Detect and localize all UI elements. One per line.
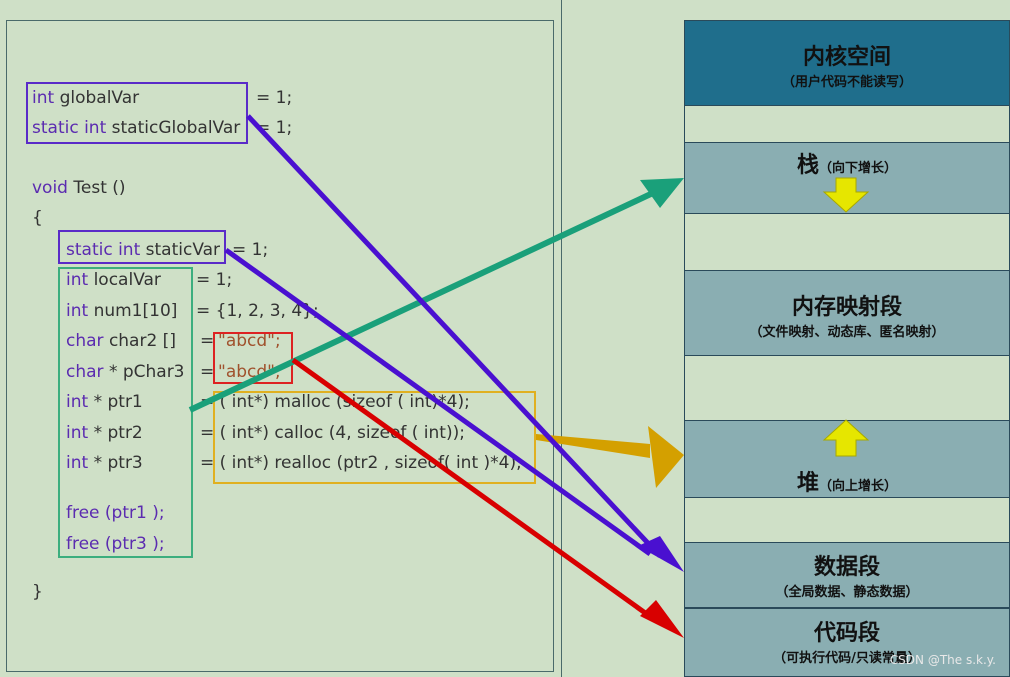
char2-name: char2 [] xyxy=(108,331,176,351)
char2-eq: = xyxy=(200,331,215,351)
code-line-ptr3: int * ptr3 xyxy=(66,453,143,473)
code-line-char2: char char2 [] xyxy=(66,331,176,351)
code-panel xyxy=(6,20,554,672)
red-arrow-head xyxy=(640,600,684,638)
ptr2-name: * ptr2 xyxy=(93,423,143,443)
ptr3-init: = ( int*) realloc (ptr2 , sizeof( int )*… xyxy=(200,453,522,473)
heap-up-arrow xyxy=(822,419,870,457)
kernel-subtitle: （用户代码不能读写） xyxy=(781,75,912,90)
num1-init: = {1, 2, 3, 4}; xyxy=(196,301,319,321)
num1-name: num1[10] xyxy=(93,301,178,321)
free-ptr3: free (ptr3 ); xyxy=(66,534,165,554)
gap-3 xyxy=(684,356,1010,420)
code-panel-outer xyxy=(561,0,562,677)
local-var-init: = 1; xyxy=(196,270,233,290)
watermark: CSDN @The s.k.y. xyxy=(889,653,996,667)
code-subtitle: （可执行代码/只读常量） xyxy=(773,651,921,666)
mmap-segment: 内存映射段 （文件映射、动态库、匿名映射） xyxy=(684,270,1010,356)
code-line-ptr1: int * ptr1 xyxy=(66,392,143,412)
keyword-static-int: static int xyxy=(32,118,107,138)
red-arrow-shaft xyxy=(291,357,657,623)
stack-title: 栈 xyxy=(796,152,819,178)
char2-string: "abcd"; xyxy=(218,331,281,351)
purple-arrow-1-shaft xyxy=(246,114,662,558)
free-ptr1: free (ptr1 ); xyxy=(66,503,165,523)
orange-arrow-shaft xyxy=(536,434,650,458)
ptr2-init: = ( int*) calloc (4, sizeof ( int)); xyxy=(200,423,465,443)
gap-4 xyxy=(684,498,1010,542)
gap-2 xyxy=(684,214,1010,270)
local-var-name: localVar xyxy=(93,270,161,290)
stack-subtitle: （向下增长） xyxy=(819,161,898,176)
keyword-int: int xyxy=(66,423,89,443)
heap-alloc-box xyxy=(213,391,536,484)
orange-arrow-head xyxy=(648,426,684,488)
kernel-space-segment: 内核空间 （用户代码不能读写） xyxy=(684,20,1010,106)
heap-subtitle: （向上增长） xyxy=(819,479,898,494)
kernel-title: 内核空间 xyxy=(802,44,891,70)
gap-1 xyxy=(684,106,1010,142)
stack-down-arrow xyxy=(822,177,870,213)
global-var-name: globalVar xyxy=(59,88,140,108)
code-line-static-var: static int staticVar xyxy=(66,240,220,260)
code-segment: 代码段 （可执行代码/只读常量） xyxy=(684,608,1010,677)
func-name: Test () xyxy=(73,178,126,198)
open-brace: { xyxy=(32,208,43,228)
keyword-void: void xyxy=(32,178,68,198)
static-global-name: staticGlobalVar xyxy=(111,118,241,138)
keyword-int: int xyxy=(32,88,55,108)
purple-arrow-head xyxy=(638,536,684,572)
keyword-int: int xyxy=(66,453,89,473)
code-line-func: void Test () xyxy=(32,178,126,198)
data-segment: 数据段 （全局数据、静态数据） xyxy=(684,542,1010,608)
ptr1-name: * ptr1 xyxy=(93,392,143,412)
heap-title: 堆 xyxy=(796,470,819,496)
data-subtitle: （全局数据、静态数据） xyxy=(775,585,919,600)
code-line-num1: int num1[10] xyxy=(66,301,177,321)
data-title: 数据段 xyxy=(813,554,880,580)
purple-arrow-2-shaft xyxy=(224,247,652,557)
code-line-pchar3: char * pChar3 xyxy=(66,362,185,382)
keyword-static-int: static int xyxy=(66,240,141,260)
static-var-box xyxy=(58,230,226,264)
code-line-ptr2: int * ptr2 xyxy=(66,423,143,443)
global-var-init: = 1; xyxy=(256,88,293,108)
keyword-int: int xyxy=(66,270,89,290)
keyword-int: int xyxy=(66,392,89,412)
pchar3-name: * pChar3 xyxy=(108,362,185,382)
close-brace: } xyxy=(32,582,43,602)
code-line-static-global: static int staticGlobalVar xyxy=(32,118,240,138)
ptr1-init: = ( int*) malloc (sizeof ( int)*4); xyxy=(200,392,470,412)
green-arrow-head xyxy=(640,178,684,208)
pchar3-eq: = xyxy=(200,362,215,382)
mmap-title: 内存映射段 xyxy=(791,294,902,320)
mmap-subtitle: （文件映射、动态库、匿名映射） xyxy=(749,325,945,340)
static-var-name: staticVar xyxy=(145,240,221,260)
keyword-char: char xyxy=(66,331,104,351)
keyword-int: int xyxy=(66,301,89,321)
global-vars-box xyxy=(26,82,248,144)
keyword-char: char xyxy=(66,362,104,382)
code-title: 代码段 xyxy=(813,620,880,646)
code-line-global: int globalVar xyxy=(32,88,139,108)
ptr3-name: * ptr3 xyxy=(93,453,143,473)
stack-vars-box xyxy=(58,267,193,558)
code-line-local-var: int localVar xyxy=(66,270,161,290)
